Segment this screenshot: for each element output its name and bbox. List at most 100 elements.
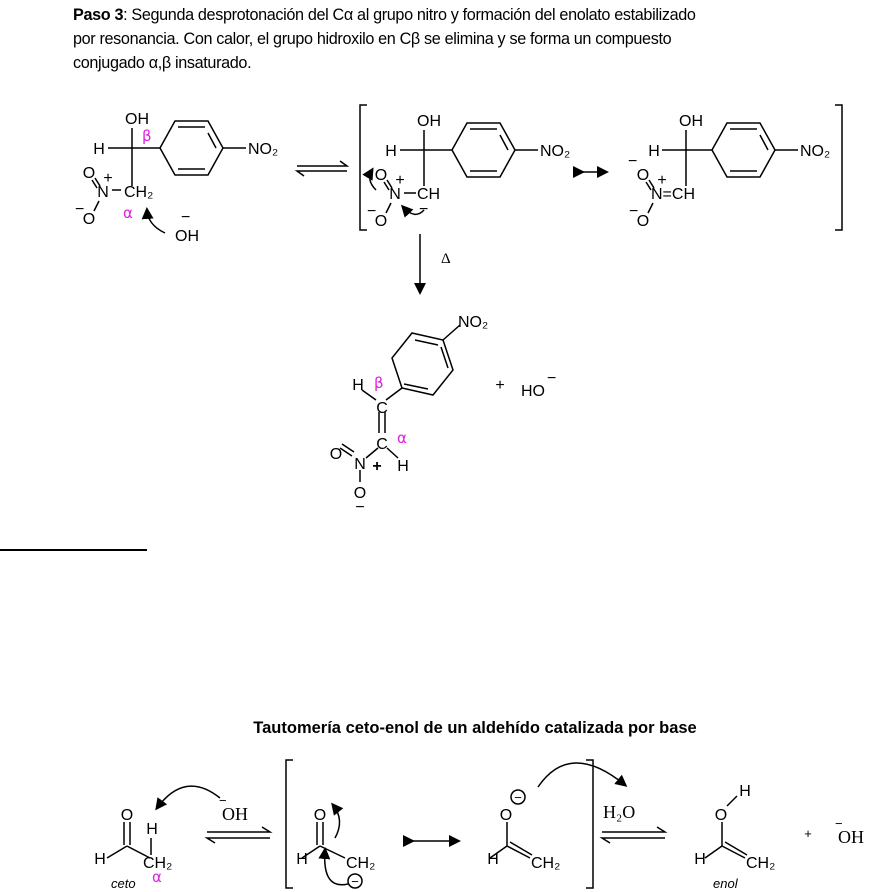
ch2-label: CH₂ <box>346 855 375 872</box>
minus-charge: − <box>514 790 522 805</box>
h-label: H <box>93 141 105 158</box>
oxygen-label: O <box>715 807 727 824</box>
keto-form: O H H CH₂ ceto α − OH <box>94 785 248 891</box>
hydroxyl-label: OH <box>125 111 149 128</box>
step-label: Paso 3 <box>73 6 124 24</box>
reactant-nitroalcohol: OH H β NO₂ O + N CH₂ − O α − OH <box>75 111 278 245</box>
oxygen-label: O <box>375 167 387 184</box>
ch2-label: CH₂ <box>124 184 153 201</box>
benzene-ring <box>711 122 776 178</box>
hydroxide-label: OH <box>175 228 199 245</box>
h-label: H <box>739 783 751 800</box>
ch-label: CH <box>417 186 440 203</box>
oxide-charge-circle <box>510 789 526 805</box>
carbanion-charge: − <box>419 201 428 218</box>
enol-label: enol <box>713 876 739 891</box>
nitrogen-label: N <box>389 186 401 203</box>
oxygen-label: O <box>500 807 512 824</box>
oxygen-label: O <box>314 807 326 824</box>
plus-sign: + <box>495 377 504 394</box>
oxygen-label: O <box>637 167 649 184</box>
h-label: H <box>694 851 706 868</box>
h-label: H <box>487 851 499 868</box>
nitro-label: NO₂ <box>800 143 830 160</box>
oxygen-label: O <box>637 213 649 230</box>
minus-charge: − <box>547 370 556 387</box>
bracket-left <box>285 759 293 889</box>
bracket-right <box>586 759 594 889</box>
h-label: H <box>146 821 158 838</box>
minus-charge: − <box>219 793 227 808</box>
ch2-label: CH₂ <box>531 855 560 872</box>
h-label: H <box>648 143 660 160</box>
equilibrium-arrows-icon <box>599 826 668 844</box>
hydroxide-label: OH <box>222 804 248 824</box>
oxygen-label: O <box>83 165 95 182</box>
heat-symbol: Δ <box>441 251 451 267</box>
minus-charge: − <box>835 816 843 831</box>
plus-charge: + <box>372 458 381 475</box>
line-1: Paso 3: Segunda desprotonación del Cα al… <box>73 3 891 27</box>
curved-arrow-icon <box>362 167 377 191</box>
bracket-left <box>359 104 367 231</box>
nitro-label: NO₂ <box>540 143 570 160</box>
line-3: conjugado α,β insaturado. <box>73 54 252 72</box>
enolate-resonance-1: O H CH₂ − <box>296 802 375 889</box>
h-label: H <box>352 377 364 394</box>
hydroxyl-label: OH <box>417 113 441 130</box>
nitronate-resonance-2: OH H NO₂ − O + N=CH − O <box>628 113 830 230</box>
hydroxyl-label: OH <box>679 113 703 130</box>
oxygen-label: O <box>354 485 366 502</box>
h-label: H <box>296 851 308 868</box>
curved-arrow-icon <box>318 847 349 886</box>
minus-charge: − <box>367 203 376 220</box>
alpha-label: α <box>123 204 133 222</box>
equilibrium-arrows-icon <box>294 160 350 177</box>
ceto-label: ceto <box>111 876 136 891</box>
benzene-ring <box>391 332 454 396</box>
product-nitroalkene: NO₂ H β C C α H O N + O − + HO − <box>330 314 557 516</box>
h-label: H <box>94 851 106 868</box>
plus-charge: + <box>103 170 112 187</box>
line-2: por resonancia. Con calor, el grupo hidr… <box>73 30 672 48</box>
curved-arrow-icon <box>331 802 344 839</box>
minus-charge: − <box>629 203 638 220</box>
curved-arrow-icon <box>537 762 628 788</box>
water-label: H₂O <box>603 802 635 822</box>
h-label: H <box>397 458 409 475</box>
oxygen-label: O <box>330 446 342 463</box>
carbanion-charge: − <box>351 874 359 889</box>
beta-label: β <box>374 374 384 392</box>
h-label: H <box>385 143 397 160</box>
beta-label: β <box>142 127 152 145</box>
curved-arrow-icon <box>155 785 221 811</box>
nitro-label: NO₂ <box>458 314 488 331</box>
hydroxide-label: HO <box>521 383 545 400</box>
carbon-label: C <box>376 436 388 453</box>
nitrogen-label: N <box>354 456 366 473</box>
benzene-ring <box>159 120 224 176</box>
minus-charge: − <box>628 153 637 170</box>
oxygen-label: O <box>83 211 95 228</box>
carbon-label: C <box>376 400 388 417</box>
nitro-label: NO₂ <box>248 141 278 158</box>
nitronate-resonance-1: OH H NO₂ O + N CH − O − <box>362 113 570 230</box>
bracket-right <box>835 104 843 231</box>
hydroxide-label: OH <box>838 827 864 847</box>
oxygen-label: O <box>121 807 133 824</box>
nitrogen-label: N <box>97 184 109 201</box>
carbanion-charge-circle <box>347 873 363 889</box>
curved-arrow-icon <box>400 204 425 218</box>
step-description: Paso 3: Segunda desprotonación del Cα al… <box>73 3 891 75</box>
plus-charge: + <box>395 172 404 189</box>
oxygen-label: O <box>375 213 387 230</box>
n-ch-label: N=CH <box>651 186 695 203</box>
enolate-resonance-2: O − H CH₂ <box>487 762 628 872</box>
alpha-label: α <box>152 868 162 886</box>
minus-charge: − <box>355 499 364 516</box>
alpha-label: α <box>397 429 407 447</box>
curved-arrow-icon <box>141 207 166 234</box>
section-title: Tautomería ceto-enol de un aldehído cata… <box>253 719 696 737</box>
equilibrium-arrows-icon <box>204 826 273 844</box>
